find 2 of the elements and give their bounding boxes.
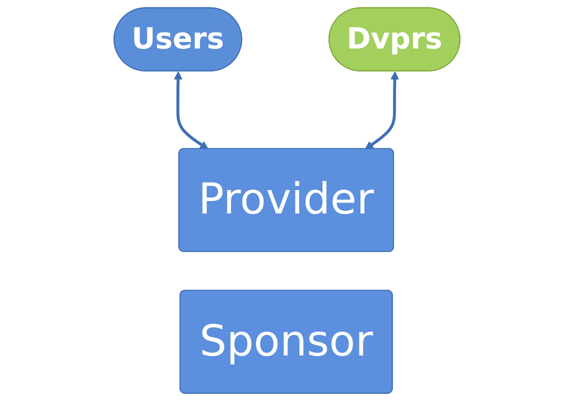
- arrow: [364, 71, 400, 150]
- arrow: [174, 71, 208, 150]
